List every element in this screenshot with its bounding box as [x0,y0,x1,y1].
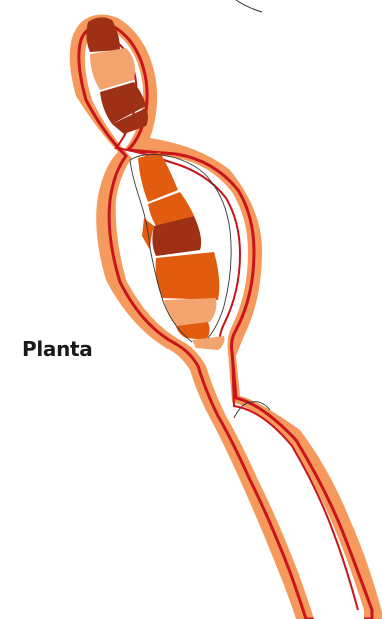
top-stroke-line [236,0,262,12]
planta-label: Planta [22,337,93,361]
